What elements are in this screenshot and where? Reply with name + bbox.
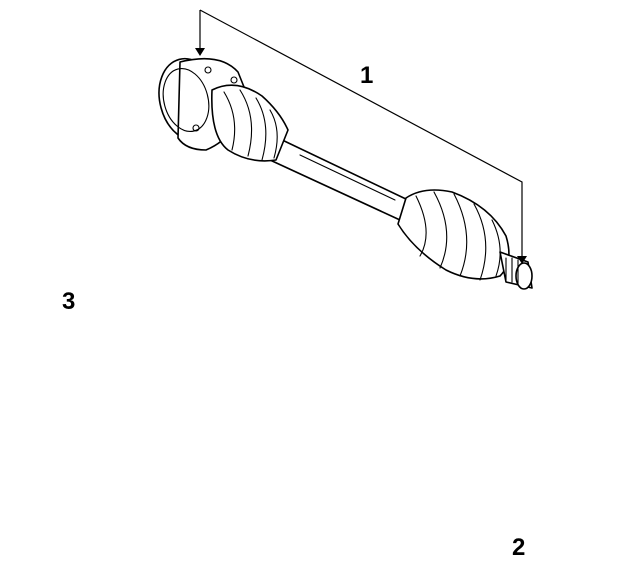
callout-3: 3 xyxy=(62,288,76,315)
callout-1: 1 xyxy=(360,62,374,89)
callout-2: 2 xyxy=(512,534,526,561)
axle-shaft-assembly xyxy=(158,9,533,290)
